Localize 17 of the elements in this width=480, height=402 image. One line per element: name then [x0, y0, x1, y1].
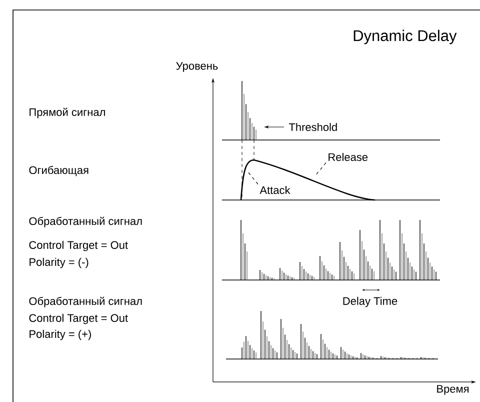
label: Delay Time — [343, 296, 398, 308]
label: Время — [437, 385, 469, 395]
label: Control Target = Out — [29, 240, 128, 252]
leader-line — [248, 172, 258, 185]
label: Огибающая — [29, 166, 88, 176]
label: Обработанный сигнал — [29, 296, 142, 308]
label: Обработанный сигнал — [29, 216, 142, 228]
label: Control Target = Out — [29, 314, 128, 324]
leader-line — [314, 162, 326, 176]
label: Уровень — [176, 62, 218, 72]
callout-text: Release — [328, 152, 368, 162]
label: Polarity = (+) — [30, 330, 91, 340]
label: Прямой сигнал — [30, 108, 105, 118]
callout-text: Attack — [260, 186, 290, 194]
label: Polarity = (-) — [30, 258, 88, 268]
callout-text: Threshold — [288, 122, 337, 132]
title: Dynamic Delay — [354, 30, 457, 44]
